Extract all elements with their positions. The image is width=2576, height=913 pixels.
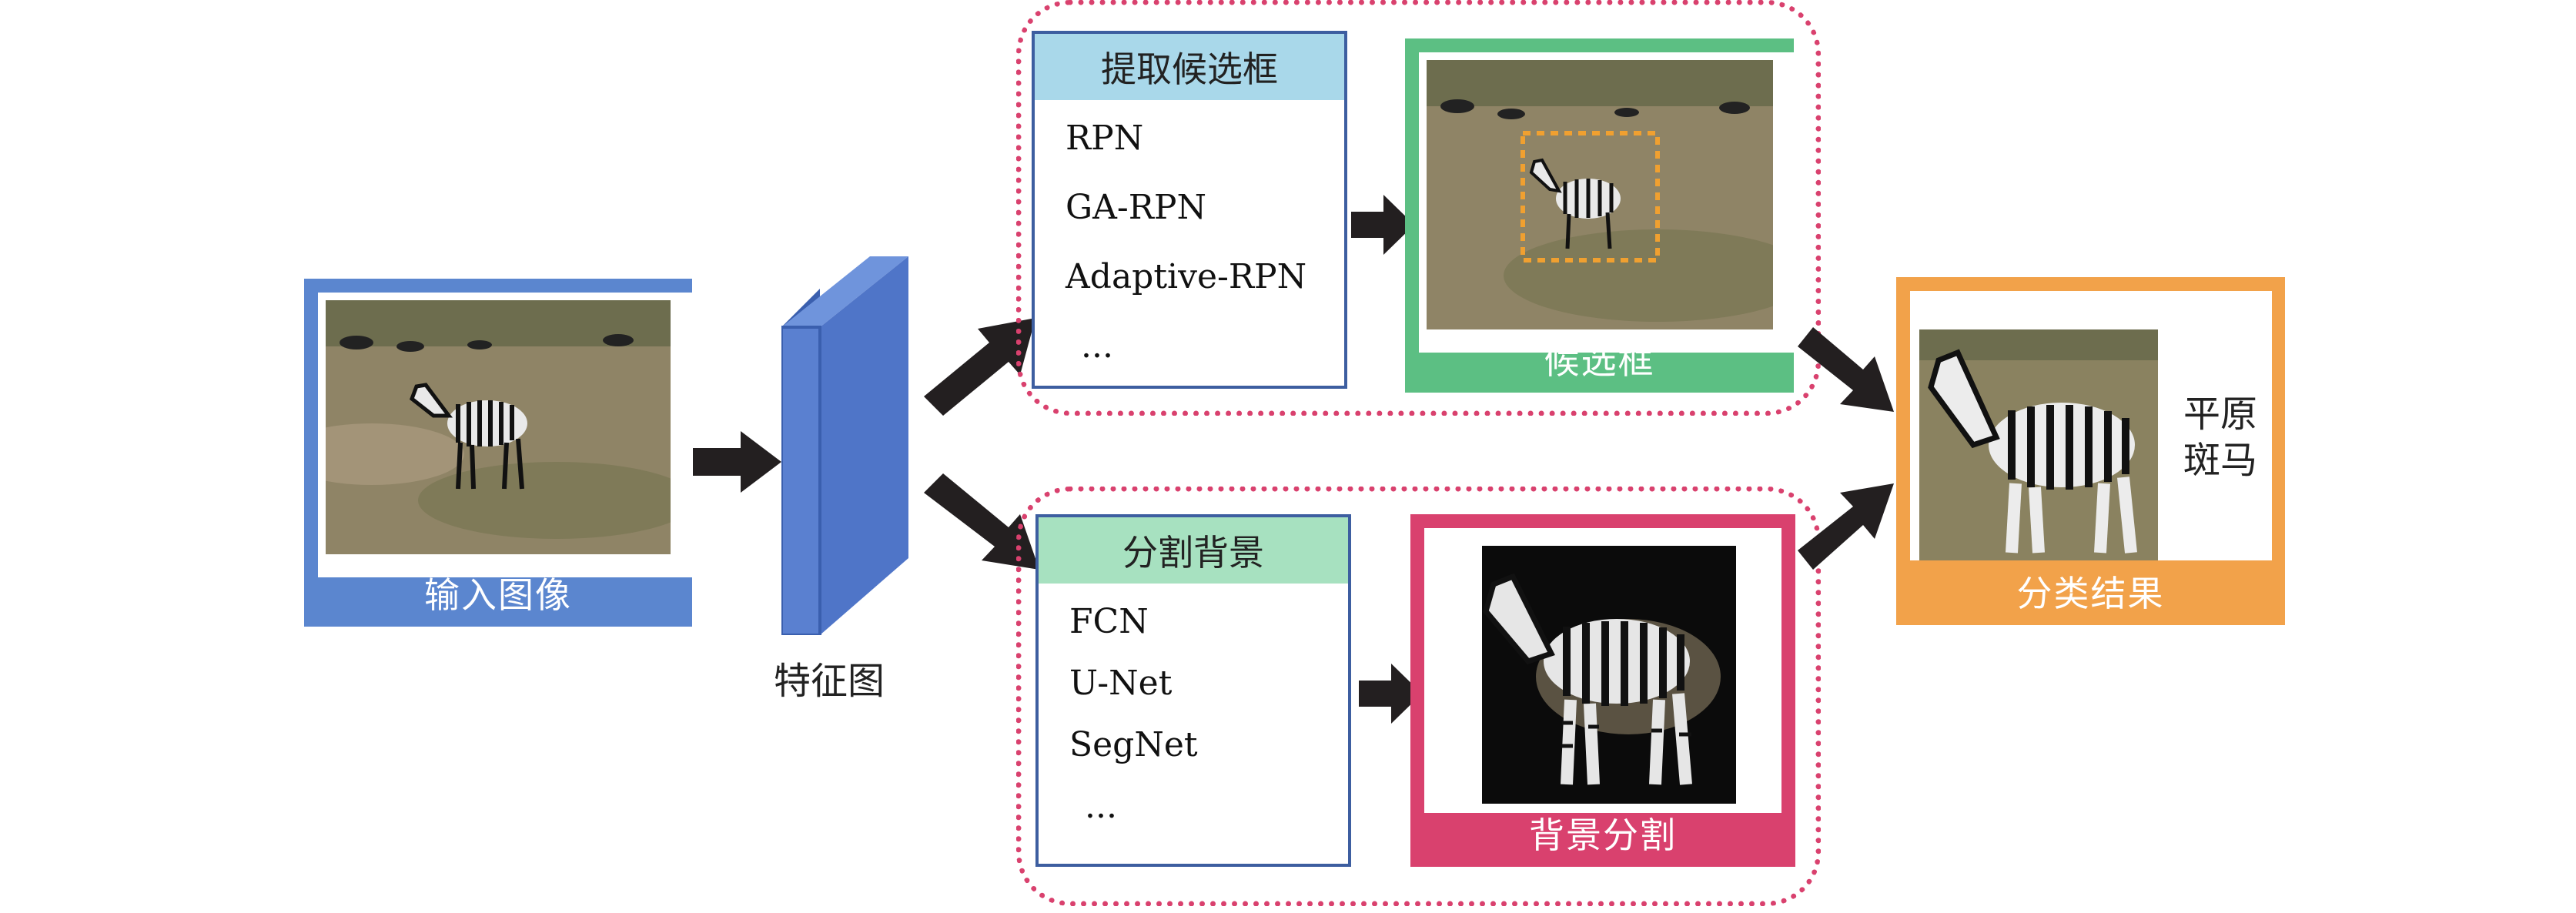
zebra-figure (410, 383, 527, 490)
segmentation-caption: 背景分割 (1529, 814, 1677, 856)
input-image-panel: 输入图像 (304, 279, 694, 627)
candidate-caption: 候选框 (1544, 340, 1655, 382)
result-photo-area: 平原 斑马 (1910, 291, 2272, 560)
segmented-zebra-image (1482, 546, 1736, 804)
result-caption: 分类结果 (2016, 573, 2165, 614)
arrow-feature-to-proposal (924, 318, 1035, 416)
segment-method: U-Net (1069, 664, 1173, 703)
arrow-segmentation-to-result (1798, 483, 1894, 570)
segment-title: 分割背景 (1039, 517, 1348, 584)
input-caption: 输入图像 (424, 574, 572, 616)
arrow-input-to-feature (693, 431, 781, 493)
input-photo (318, 293, 694, 577)
result-label-line1: 平原 (2183, 393, 2258, 436)
segment-method-list: FCN U-Net SegNet ... (1069, 602, 1198, 833)
arrow-segment-to-result (1359, 664, 1422, 724)
arrow-feature-to-segment (924, 473, 1039, 570)
candidate-zebra-image (1427, 60, 1796, 329)
arrow-proposal-to-candidate (1351, 195, 1414, 255)
result-panel: 平原 斑马 分类结果 (1896, 277, 2285, 625)
proposal-method: Adaptive-RPN (1066, 257, 1307, 296)
proposal-method: RPN (1066, 119, 1144, 158)
proposal-methods-box: 提取候选框 RPN GA-RPN Adaptive-RPN ... (1032, 31, 1347, 389)
proposal-method: GA-RPN (1066, 188, 1207, 227)
segment-method: ... (1085, 787, 1117, 826)
zebra-savanna-image (318, 300, 694, 554)
segment-method: FCN (1069, 602, 1149, 641)
segmentation-photo (1424, 528, 1781, 813)
segmentation-panel: 背景分割 (1410, 514, 1795, 867)
candidate-bounding-box (1521, 131, 1660, 263)
result-zebra-image (1919, 329, 2158, 560)
segment-method: SegNet (1069, 725, 1198, 764)
feature-map-label: 特征图 (774, 660, 885, 703)
feature-map-block (781, 256, 908, 635)
segment-methods-box: 分割背景 FCN U-Net SegNet ... (1035, 514, 1351, 867)
proposal-title: 提取候选框 (1035, 34, 1344, 100)
segment-group (1016, 487, 1821, 906)
proposal-group (1016, 0, 1821, 416)
candidate-photo (1419, 52, 1796, 353)
proposal-method-list: RPN GA-RPN Adaptive-RPN ... (1066, 119, 1306, 373)
result-label-line2: 斑马 (2183, 439, 2258, 482)
proposal-method: ... (1081, 326, 1113, 366)
arrow-candidate-to-result (1798, 327, 1894, 412)
candidate-panel: 候选框 (1405, 38, 1796, 393)
